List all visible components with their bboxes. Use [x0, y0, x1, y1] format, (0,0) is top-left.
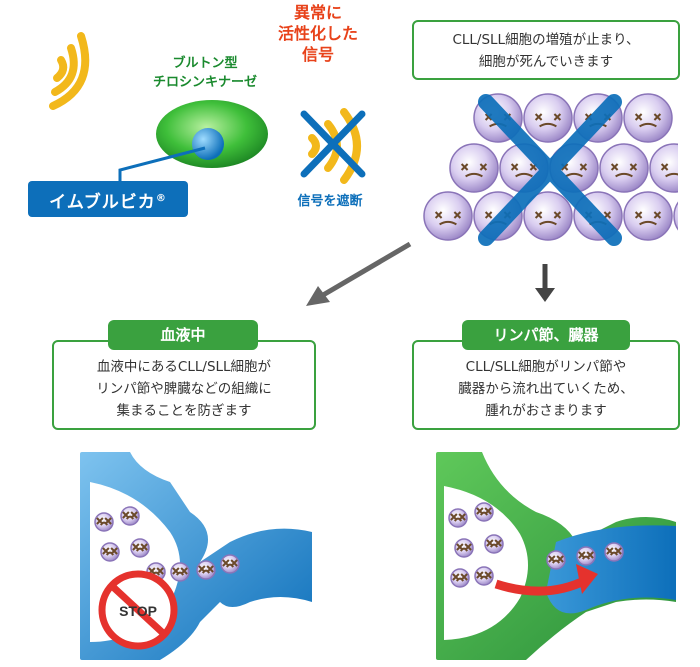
cell-face — [148, 567, 164, 576]
lymph-text-line: 腫れがおさまります — [485, 403, 607, 419]
cell-face — [102, 547, 118, 556]
btk-label-line: ブルトン型 — [172, 56, 238, 71]
blood-text-line: リンパ節や脾臓などの組織に — [96, 381, 272, 397]
cell-face — [122, 511, 138, 520]
lymph-outflow-illustration — [436, 452, 676, 660]
cell-face — [434, 211, 462, 226]
cell-face — [198, 565, 214, 574]
cll-cell — [449, 143, 499, 193]
cell-face — [634, 211, 662, 226]
effect-text-line: CLL/SLL細胞の増殖が止まり、 — [452, 32, 640, 48]
signal-blocked-label: 信号を遮断 — [297, 194, 363, 209]
blood-text-line: 集まることを防ぎます — [116, 403, 252, 419]
cell-face — [172, 567, 188, 576]
arrow-to-lymph — [535, 264, 555, 302]
cell-face — [132, 543, 148, 552]
btk-label-line: チロシンキナーゼ — [152, 75, 257, 90]
signal-waves-icon — [49, 32, 90, 110]
arrow-to-blood — [306, 241, 412, 306]
blood-tag: 血液中 — [108, 320, 258, 350]
cell-face — [450, 513, 466, 522]
drug-pointer-line — [118, 146, 206, 182]
cell-face — [548, 555, 564, 564]
cell-face — [456, 543, 472, 552]
effect-description-box: CLL/SLL細胞の増殖が止まり、 細胞が死んでいきます — [412, 20, 680, 80]
signal-label-line: 異常に — [293, 3, 342, 22]
effect-text-line: 細胞が死んでいきます — [478, 54, 614, 70]
drug-name-badge: イムブルビカ® — [28, 181, 188, 217]
blood-text-line: 血液中にあるCLL/SLL細胞が — [96, 359, 272, 375]
cell-face — [96, 517, 112, 526]
lymph-description-box: CLL/SLL細胞がリンパ節や 臓器から流れ出ていくため、 腫れがおさまります — [412, 340, 680, 430]
cell-face — [534, 113, 562, 128]
cll-cell — [673, 201, 678, 231]
cell-face — [610, 163, 638, 178]
cll-cell — [623, 191, 673, 241]
cell-face — [222, 559, 238, 568]
cell-face — [486, 539, 502, 548]
blood-stop-illustration: STOP — [80, 452, 312, 660]
lymph-tag: リンパ節、臓器 — [462, 320, 630, 350]
lymph-text-line: 臓器から流れ出ていくため、 — [458, 381, 634, 397]
stop-sign-text: STOP — [119, 603, 157, 619]
cell-face — [534, 211, 562, 226]
blood-description-box: 血液中にあるCLL/SLL細胞が リンパ節や脾臓などの組織に 集まることを防ぎま… — [52, 340, 316, 430]
registered-mark: ® — [155, 193, 167, 204]
btk-label: ブルトン型 チロシンキナーゼ — [130, 54, 280, 92]
cll-cell — [523, 191, 573, 241]
cell-face — [510, 163, 538, 178]
cll-cell — [523, 93, 573, 143]
blocked-signal-icon — [300, 108, 366, 184]
cll-cell — [599, 143, 649, 193]
signal-label-line: 信号 — [301, 45, 334, 64]
dying-cells-illustration — [423, 93, 678, 246]
cell-face — [606, 547, 622, 556]
btk-enzyme-illustration — [156, 100, 268, 168]
cell-face — [560, 163, 588, 178]
cell-face — [660, 163, 678, 178]
cell-face — [460, 163, 488, 178]
signal-label-line: 活性化した — [277, 24, 358, 43]
cell-face — [634, 113, 662, 128]
cell-face — [476, 507, 492, 516]
cll-cell — [423, 191, 473, 241]
cell-face — [476, 571, 492, 580]
drug-name: イムブルビカ — [49, 192, 156, 213]
cell-face — [452, 573, 468, 582]
lymph-text-line: CLL/SLL細胞がリンパ節や — [465, 359, 627, 375]
cll-cell — [623, 93, 673, 143]
cell-face — [578, 551, 594, 560]
abnormal-signal-label: 異常に 活性化した 信号 — [268, 2, 368, 65]
